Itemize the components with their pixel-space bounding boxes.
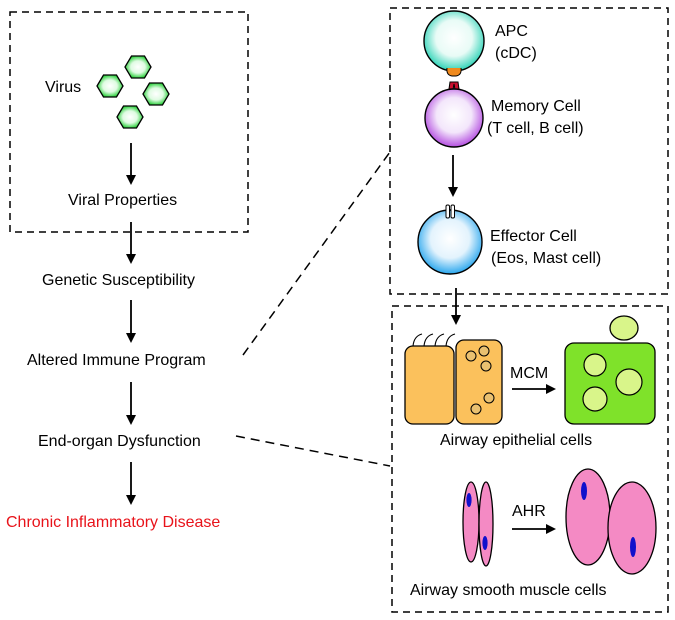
effector-cell-subtitle: (Eos, Mast cell) — [491, 250, 601, 267]
effector-cell-title: Effector Cell — [490, 228, 577, 245]
virus-label: Virus — [45, 79, 81, 96]
immune-cells-box — [389, 7, 669, 295]
virus-box — [9, 11, 249, 233]
epithelial-caption: Airway epithelial cells — [440, 432, 592, 449]
apc-title: APC — [495, 23, 528, 40]
memory-cell-title: Memory Cell — [491, 98, 581, 115]
chronic-disease-label: Chronic Inflammatory Disease — [6, 514, 220, 531]
mucous-metaplasia-cell — [564, 315, 656, 425]
virus-hexagon-icon — [124, 55, 152, 79]
ciliated-epithelial-cell — [404, 333, 456, 425]
apc-subtitle: (cDC) — [495, 45, 537, 62]
connector-immune-program — [242, 151, 391, 356]
virus-hexagon-icon — [116, 105, 144, 129]
viral-properties-label: Viral Properties — [68, 192, 177, 209]
connector-end-organ — [235, 435, 391, 467]
end-organ-dysfunction-label: End-organ Dysfunction — [38, 433, 201, 450]
receptor-icon — [445, 204, 455, 219]
smooth-muscle-cells-hypertrophic — [565, 468, 657, 575]
mcm-label: MCM — [510, 365, 548, 382]
effector-cell — [417, 209, 483, 275]
altered-immune-program-label: Altered Immune Program — [27, 352, 206, 369]
apc-cell — [423, 10, 485, 72]
tissue-box — [391, 305, 669, 613]
smooth-muscle-caption: Airway smooth muscle cells — [410, 582, 607, 599]
virus-hexagon-icon — [142, 82, 170, 106]
goblet-epithelial-cell — [455, 339, 503, 425]
virus-hexagon-icon — [96, 74, 124, 98]
ahr-label: AHR — [512, 503, 546, 520]
genetic-susceptibility-label: Genetic Susceptibility — [42, 272, 195, 289]
smooth-muscle-cells-normal — [462, 481, 494, 567]
virus-particles — [96, 55, 170, 129]
memory-cell — [424, 88, 484, 148]
memory-cell-subtitle: (T cell, B cell) — [487, 120, 584, 137]
